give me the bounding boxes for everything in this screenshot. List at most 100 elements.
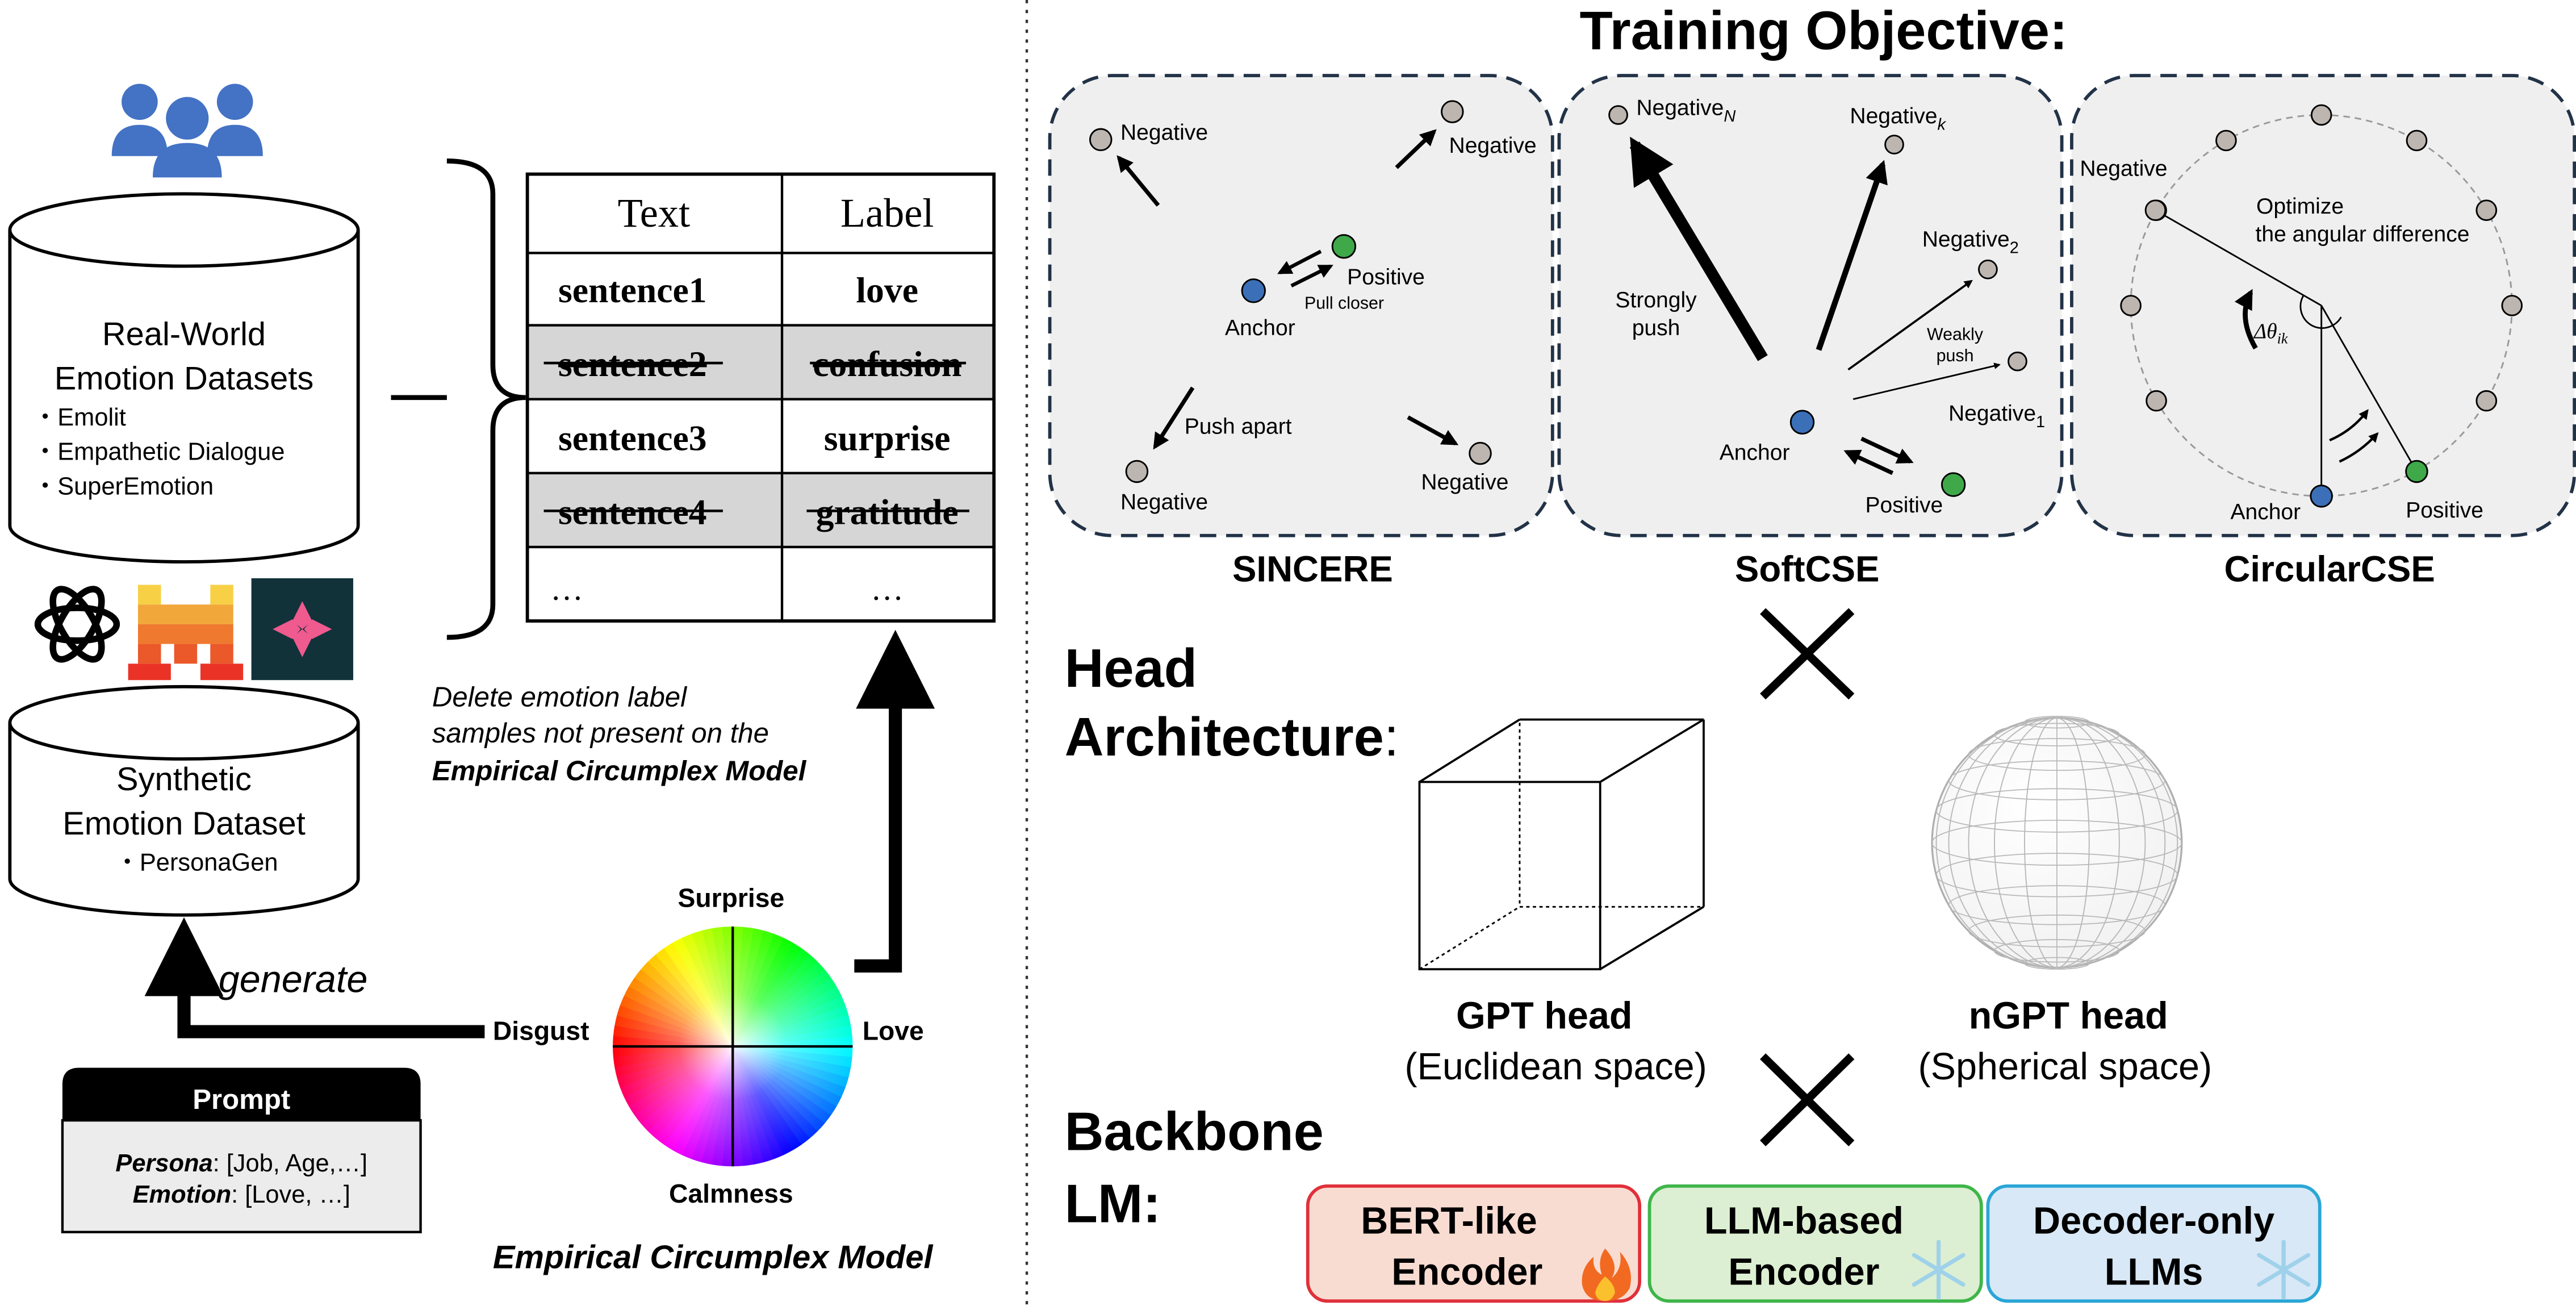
cube-icon xyxy=(1418,718,1705,971)
negative-node xyxy=(1441,100,1464,123)
backbone-decoder-line1: Decoder-only xyxy=(2033,1200,2274,1242)
dataset-item-emolit: ・Emolit xyxy=(33,404,126,431)
negative-node xyxy=(2008,351,2027,372)
pull-closer-label: Pull closer xyxy=(1304,294,1384,313)
angle-arc xyxy=(2299,295,2342,329)
negative-label: Negative xyxy=(1421,470,1508,495)
real-world-dataset-cylinder: Real-World Emotion Datasets ・Emolit ・Emp… xyxy=(8,192,360,564)
anchor-node xyxy=(1241,278,1266,303)
ring-node xyxy=(2120,295,2142,316)
backbone-decoder-box: Decoder-only LLMs xyxy=(1986,1184,2322,1303)
table-brace xyxy=(446,158,526,640)
synthetic-dataset-cylinder: Synthetic Emotion Dataset ・PersonaGen xyxy=(8,685,360,917)
anchor-label: Anchor xyxy=(2230,500,2301,524)
rotate-arrow xyxy=(2329,409,2369,441)
delete-note-line1: Delete emotion label xyxy=(432,681,688,712)
head-label-line1: Head xyxy=(1065,639,1197,699)
strongly-push-line1: Strongly xyxy=(1615,288,1697,312)
circumplex-caption: Empirical Circumplex Model xyxy=(493,1239,934,1275)
negative-node xyxy=(1125,460,1149,483)
backbone-bert-line1: BERT-like xyxy=(1361,1200,1537,1242)
table-cell-label: love xyxy=(856,270,918,310)
circumplex-surprise: Surprise xyxy=(678,883,784,912)
synthetic-title-1: Synthetic xyxy=(116,761,252,798)
weakly-push-line1: Weakly xyxy=(1927,326,1984,344)
anchor-label: Anchor xyxy=(1225,316,1295,340)
table-header-text: Text xyxy=(618,190,690,236)
negative-k-text: Negative xyxy=(1850,104,1937,128)
anchor-label: Anchor xyxy=(1720,441,1790,465)
sphere-meridian xyxy=(1935,717,2178,969)
delete-note-line3: Empirical Circumplex Model xyxy=(432,756,807,787)
push-apart-label: Push apart xyxy=(1185,414,1292,439)
anchor-node xyxy=(2310,485,2333,508)
positive-node xyxy=(1331,234,1357,259)
negative-k-label: Negativek xyxy=(1850,104,1946,134)
ring-nodes xyxy=(2120,104,2523,412)
gpt-head-subtitle: (Euclidean space) xyxy=(1404,1046,1707,1088)
backbone-label-line1: Backbone xyxy=(1065,1101,1324,1162)
negative-2-text: Negative xyxy=(1922,227,2010,252)
llm-logo-icon xyxy=(251,578,353,681)
ring-node xyxy=(2146,390,2167,412)
ngpt-head-subtitle: (Spherical space) xyxy=(1918,1046,2213,1088)
prompt-persona-key: Persona xyxy=(115,1150,212,1177)
positive-label: Positive xyxy=(2406,498,2483,523)
negative-node xyxy=(1469,441,1492,465)
push-arrow xyxy=(1153,386,1195,450)
negative-label: Negative xyxy=(1120,120,1208,145)
circumplex-disgust: Disgust xyxy=(493,1016,589,1046)
softcse-panel: NegativeN Strongly push Negativek Negati… xyxy=(1557,74,2064,537)
fire-icon xyxy=(1582,1248,1631,1301)
negative-n-sub: N xyxy=(1724,107,1736,126)
sincere-panel: Negative Negative Anchor Positive Pull c… xyxy=(1048,74,1554,537)
negative-1-label: Negative1 xyxy=(1948,401,2045,431)
negative-ray xyxy=(2155,209,2322,307)
head-label-text: Architecture xyxy=(1065,707,1384,767)
negative-node xyxy=(1884,135,1904,155)
backbone-decoder-line2: LLMs xyxy=(2105,1251,2203,1293)
prompt-emotion-key: Emotion xyxy=(133,1181,232,1208)
prompt-box: Prompt Persona: [Job, Age,…] Emotion: [L… xyxy=(61,1067,422,1234)
dataset-item-superemotion: ・SuperEmotion xyxy=(33,473,214,500)
ring-node xyxy=(2406,130,2428,152)
negative-1-sub: 1 xyxy=(2036,413,2045,431)
prompt-persona-line: Persona: [Job, Age,…] xyxy=(115,1150,367,1177)
circumplex-love: Love xyxy=(863,1016,924,1046)
training-objective-title: Training Objective: xyxy=(1579,1,2067,61)
push-arrow xyxy=(1395,129,1437,169)
delta-theta-text: Δθ xyxy=(2253,320,2277,344)
dataset-item-personagen: ・PersonaGen xyxy=(115,849,278,877)
negative-2-label: Negative2 xyxy=(1922,227,2019,257)
real-world-title-1: Real-World xyxy=(102,316,266,352)
prompt-emotion-line: Emotion: [Love, …] xyxy=(133,1181,350,1208)
negative-label: Negative xyxy=(1449,133,1537,158)
positive-label: Positive xyxy=(1347,265,1425,289)
openai-logo-icon xyxy=(34,586,120,663)
synthetic-title-2: Emotion Dataset xyxy=(62,806,306,842)
positive-label: Positive xyxy=(1866,493,1943,518)
table-cell-text: sentence3 xyxy=(558,418,707,458)
positive-node xyxy=(1941,472,1966,497)
ring-node xyxy=(2475,199,2498,221)
backbone-bert-box: BERT-like Encoder xyxy=(1306,1184,1642,1303)
circularcse-title: CircularCSE xyxy=(2224,549,2435,590)
multiply-icon xyxy=(1760,608,1855,700)
pull-arrow xyxy=(1843,449,1894,475)
backbone-bert-line2: Encoder xyxy=(1391,1251,1542,1293)
backbone-llm-line1: LLM-based xyxy=(1704,1200,1904,1242)
data-table: Text Label sentence1 love sentence2 conf… xyxy=(525,172,996,623)
negative-node xyxy=(1608,105,1628,125)
backbone-label-line2: LM: xyxy=(1065,1174,1161,1234)
ring-node xyxy=(2501,295,2523,316)
negative-label: Negative xyxy=(2080,156,2167,181)
prompt-persona-value: : [Job, Age,…] xyxy=(213,1150,368,1177)
backbone-llm-box: LLM-based Encoder xyxy=(1647,1184,1983,1303)
pull-arrow xyxy=(1290,264,1333,288)
negative-label: Negative xyxy=(1120,490,1208,514)
push-arrow xyxy=(1816,160,1888,351)
delta-theta-sub: ik xyxy=(2277,330,2288,347)
pull-arrow xyxy=(1860,436,1914,464)
rotate-arrow xyxy=(2339,432,2379,463)
